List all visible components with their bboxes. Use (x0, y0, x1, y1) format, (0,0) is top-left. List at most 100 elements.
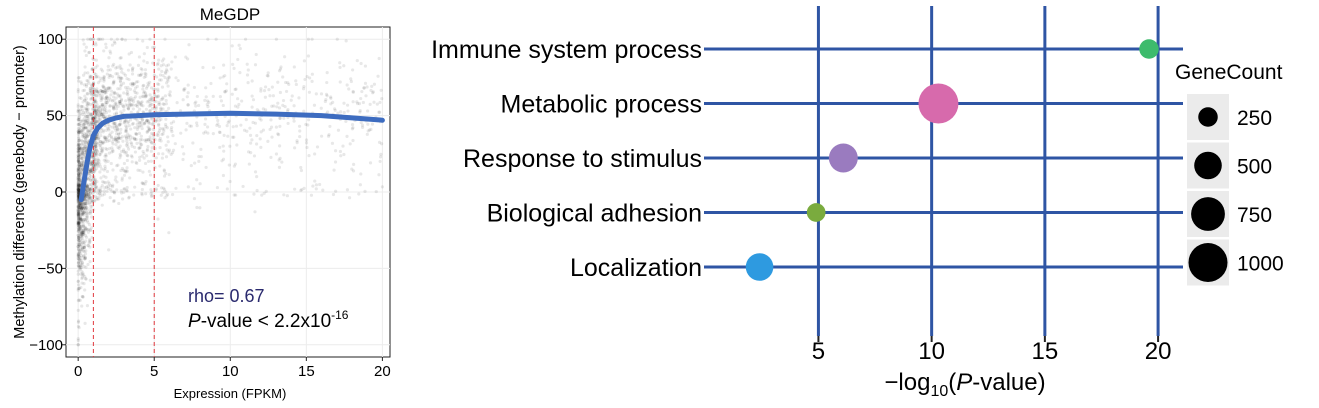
scatter-point (120, 176, 124, 180)
scatter-point (118, 118, 123, 123)
scatter-point (141, 182, 146, 186)
scatter-point (85, 201, 89, 206)
scatter-point (148, 173, 153, 177)
scatter-point (77, 265, 81, 270)
scatter-point (76, 153, 80, 157)
scatter-point (82, 119, 86, 123)
scatter-point (132, 81, 136, 86)
scatter-point (77, 235, 81, 240)
scatter-point (104, 98, 108, 102)
scatter-point (89, 88, 93, 93)
scatter-point (119, 101, 123, 105)
scatter-point (77, 174, 81, 178)
scatter-point (77, 184, 81, 188)
scatter-point (80, 156, 84, 160)
scatter-point (266, 71, 270, 75)
scatter-point (77, 173, 81, 177)
scatter-point (116, 127, 120, 131)
scatter-point (369, 127, 373, 132)
scatter-point (355, 59, 359, 63)
scatter-point (77, 167, 82, 172)
scatter-point (146, 159, 151, 164)
scatter-point (307, 154, 311, 158)
scatter-point (349, 79, 353, 84)
scatter-point (83, 107, 87, 111)
scatter-point (95, 149, 99, 153)
scatter-point (77, 151, 81, 155)
scatter-point (78, 218, 82, 222)
scatter-point (83, 98, 87, 102)
scatter-point (80, 260, 85, 265)
scatter-point (81, 153, 85, 157)
scatter-point (122, 190, 126, 194)
scatter-point (77, 221, 81, 225)
scatter-point (101, 115, 106, 119)
scatter-point (76, 108, 80, 112)
scatter-point (258, 117, 262, 121)
scatter-point (297, 124, 302, 128)
scatter-point (84, 149, 88, 153)
scatter-point (80, 108, 85, 112)
scatter-point (156, 94, 160, 98)
scatter-point (77, 139, 81, 143)
scatter-point (82, 249, 86, 253)
scatter-point (78, 251, 83, 256)
scatter-point (89, 204, 93, 208)
scatter-point (330, 141, 335, 145)
scatter-point (98, 118, 103, 122)
scatter-point (234, 193, 238, 197)
scatter-point (92, 198, 96, 203)
scatter-point (86, 110, 90, 114)
scatter-point (170, 125, 174, 130)
scatter-point (103, 181, 108, 185)
scatter-point (121, 148, 126, 152)
scatter-point (313, 179, 317, 183)
scatter-point (81, 224, 86, 228)
scatter-point (244, 118, 248, 122)
scatter-point (162, 102, 166, 107)
scatter-point (129, 104, 133, 108)
scatter-point (187, 43, 191, 47)
scatter-point (79, 168, 84, 172)
scatter-point (87, 201, 92, 205)
scatter-point (129, 82, 133, 86)
scatter-point (77, 116, 81, 120)
scatter-point (118, 122, 122, 126)
scatter-point (102, 116, 107, 120)
scatter-point (306, 54, 311, 58)
scatter-point (266, 139, 270, 143)
scatter-point (85, 198, 89, 203)
scatter-point (90, 215, 94, 219)
scatter-point (104, 42, 108, 46)
scatter-point (84, 135, 89, 139)
scatter-point (102, 189, 106, 193)
scatter-point (140, 191, 144, 196)
scatter-point (345, 188, 350, 192)
scatter-point (111, 148, 115, 152)
scatter-point (79, 130, 84, 135)
y-tick-label: −100 (29, 337, 63, 354)
scatter-point (90, 199, 95, 203)
scatter-point (113, 121, 117, 125)
scatter-point (77, 203, 81, 207)
scatter-point (137, 146, 141, 151)
scatter-point (76, 183, 80, 188)
scatter-point (78, 206, 82, 210)
scatter-point (88, 87, 92, 91)
scatter-point (218, 95, 222, 99)
scatter-point (162, 127, 166, 131)
scatter-point (375, 102, 379, 106)
scatter-point (107, 138, 111, 143)
scatter-point (76, 257, 81, 261)
x-tick-label: 5 (812, 338, 825, 365)
scatter-point (130, 144, 134, 148)
scatter-point (88, 128, 92, 132)
scatter-point (79, 206, 83, 210)
scatter-point (82, 246, 87, 250)
scatter-point (97, 188, 101, 192)
scatter-point (129, 127, 133, 131)
scatter-point (76, 244, 80, 249)
scatter-point (85, 184, 90, 188)
scatter-point (150, 146, 154, 150)
scatter-point (94, 75, 98, 79)
